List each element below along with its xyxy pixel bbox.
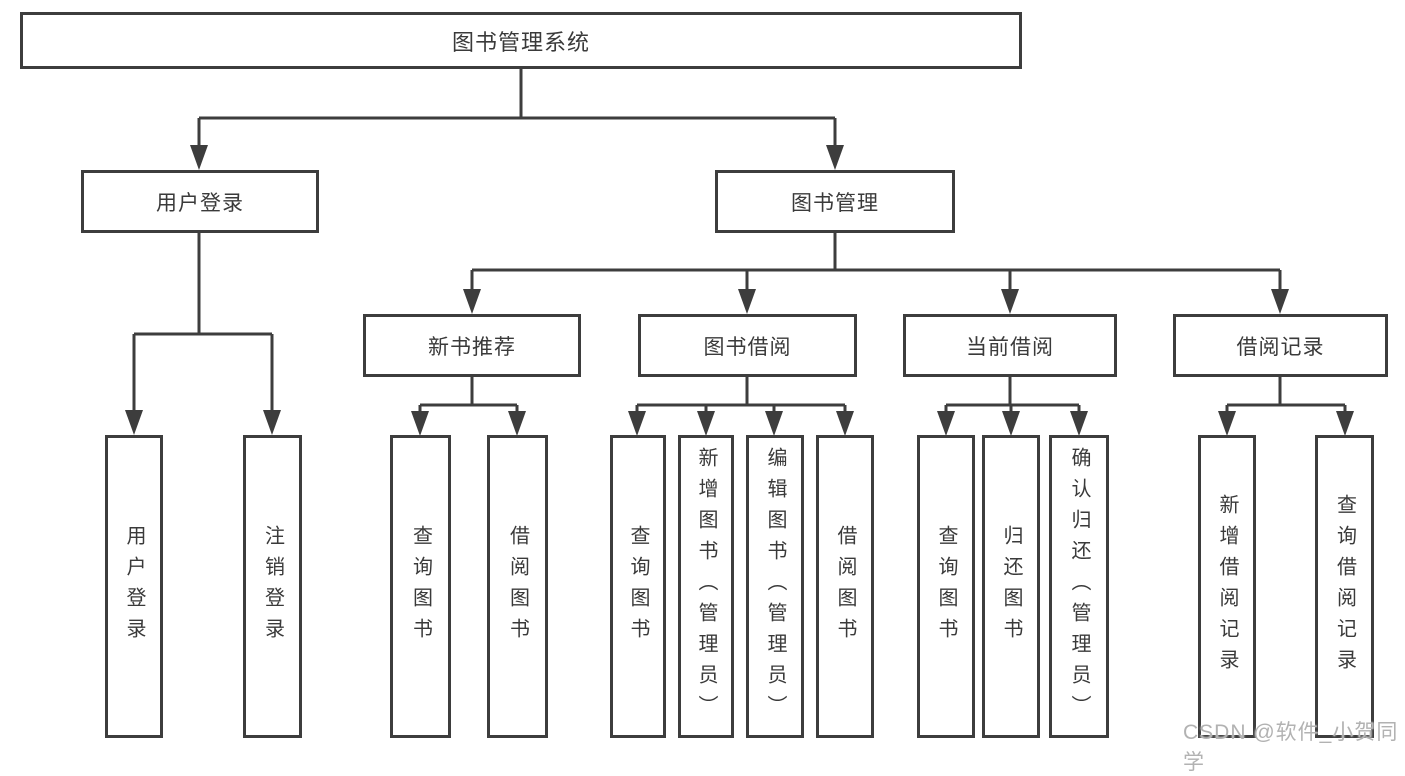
leaf-borrowing-query-books: 查询图书: [610, 435, 666, 738]
arrowhead-icon: [765, 411, 783, 436]
node-library-management-system: 图书管理系统: [20, 12, 1022, 69]
arrowhead-icon: [1336, 411, 1354, 436]
arrowhead-icon: [738, 289, 756, 314]
node-label: 当前借阅: [966, 335, 1054, 359]
arrowhead-icon: [125, 410, 143, 435]
node-label: 借阅记录: [1236, 335, 1325, 359]
leaf-label: 查询借阅记录: [1333, 493, 1356, 680]
node-new-book-recommend: 新书推荐: [363, 314, 581, 377]
node-label: 图书管理系统: [451, 29, 590, 55]
leaf-label: 查询图书: [627, 524, 649, 649]
leaf-label: 新增图书（管理员）: [695, 447, 717, 726]
node-current-borrowing: 当前借阅: [903, 314, 1117, 377]
arrowhead-icon: [826, 145, 844, 170]
leaf-logout-login: 注销登录: [243, 435, 302, 738]
node-label: 新书推荐: [428, 335, 516, 359]
arrowhead-icon: [508, 411, 526, 436]
leaf-label: 借阅图书: [834, 524, 856, 649]
arrowhead-icon: [628, 411, 646, 436]
arrowhead-icon: [1001, 289, 1019, 314]
leaf-label: 编辑图书（管理员）: [764, 447, 786, 726]
csdn-watermark: CSDN @软件_小贺同学: [1183, 721, 1399, 774]
arrowhead-icon: [411, 411, 429, 436]
leaf-records-add-borrow-record: 新增借阅记录: [1198, 435, 1256, 738]
arrowhead-icon: [190, 145, 208, 170]
leaf-current-query-books: 查询图书: [917, 435, 975, 738]
arrowhead-icon: [1070, 411, 1088, 436]
leaf-records-query-borrow-record: 查询借阅记录: [1315, 435, 1374, 738]
node-label: 用户登录: [156, 191, 244, 215]
arrowhead-icon: [1218, 411, 1236, 436]
node-user-login: 用户登录: [81, 170, 319, 233]
arrowhead-icon: [697, 411, 715, 436]
leaf-label: 查询图书: [935, 524, 957, 649]
leaf-borrowing-borrow-books: 借阅图书: [816, 435, 874, 738]
leaf-label: 确认归还（管理员）: [1068, 447, 1090, 726]
leaf-label: 归还图书: [1000, 524, 1022, 649]
leaf-borrowing-edit-books-admin: 编辑图书（管理员）: [746, 435, 804, 738]
node-book-borrowing: 图书借阅: [638, 314, 857, 377]
leaf-label: 用户登录: [123, 524, 145, 649]
arrowhead-icon: [836, 411, 854, 436]
arrowhead-icon: [937, 411, 955, 436]
arrowhead-icon: [1002, 411, 1020, 436]
node-label: 图书借阅: [703, 335, 792, 359]
leaf-newbook-borrow-books: 借阅图书: [487, 435, 548, 738]
leaf-label: 查询图书: [409, 524, 432, 649]
leaf-borrowing-add-books-admin: 新增图书（管理员）: [678, 435, 734, 738]
node-borrow-records: 借阅记录: [1173, 314, 1388, 377]
arrowhead-icon: [1271, 289, 1289, 314]
diagram-canvas: 图书管理系统 用户登录 图书管理 新书推荐 图书借阅 当前借阅 借阅记录 用户登…: [20, 12, 1397, 774]
leaf-label: 新增借阅记录: [1216, 493, 1238, 680]
leaf-label: 注销登录: [261, 524, 284, 649]
node-label: 图书管理: [791, 191, 879, 215]
node-book-management: 图书管理: [715, 170, 955, 233]
leaf-current-confirm-return-admin: 确认归还（管理员）: [1049, 435, 1109, 738]
leaf-current-return-books: 归还图书: [982, 435, 1040, 738]
arrowhead-icon: [263, 410, 281, 435]
connector-lines: [125, 68, 1354, 436]
leaf-user-login: 用户登录: [105, 435, 163, 738]
arrowhead-icon: [463, 289, 481, 314]
leaf-label: 借阅图书: [506, 524, 529, 649]
arrowhead-icons: [125, 145, 1354, 436]
connector-edges: [132, 68, 1347, 412]
leaf-newbook-query-books: 查询图书: [390, 435, 451, 738]
